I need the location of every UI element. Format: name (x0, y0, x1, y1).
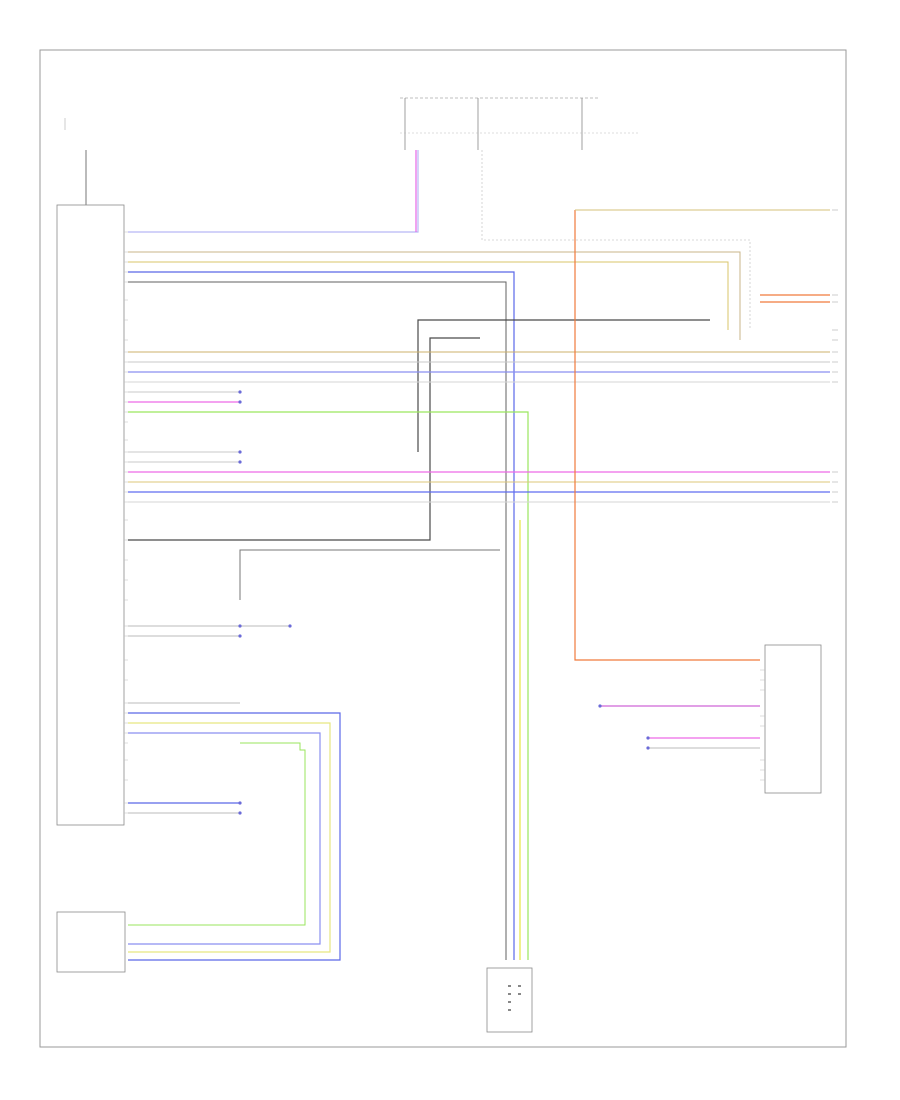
wire-blue-lb (128, 712, 341, 961)
wire-usb-power (128, 150, 419, 233)
wire-blue2-lb (128, 732, 321, 945)
right-module-box (764, 644, 822, 794)
right-module (760, 644, 822, 794)
splice-markers (238, 390, 650, 815)
main-module (56, 204, 128, 826)
wire-orange (574, 210, 760, 661)
wire-grey-1 (128, 281, 507, 960)
main-module-box (56, 204, 125, 826)
wire-harness (128, 150, 830, 961)
wire-yellow-lb (128, 722, 331, 953)
wire-tan-2 (128, 261, 729, 330)
right-edge-terminals (832, 209, 838, 503)
main-module-pin-ticks (124, 231, 128, 814)
wire-tan-1 (128, 251, 741, 340)
wire-green-1 (128, 411, 529, 960)
usb-port (64, 118, 87, 205)
bottom-connector-pins (508, 985, 521, 1011)
wire-dark-2 (128, 337, 480, 541)
wire-fuse-right (481, 150, 751, 330)
fuse-block (400, 97, 640, 150)
left-bottom-module (56, 911, 126, 973)
wire-green-lb (128, 742, 306, 926)
bottom-connector (486, 967, 533, 1033)
wire-grey-7 (239, 549, 500, 600)
diagram-frame (39, 49, 847, 1048)
left-bottom-module-box (56, 911, 126, 973)
wire-dark-bracket (417, 319, 710, 452)
bottom-connector-box (486, 967, 533, 1033)
wire-blue-1 (128, 271, 515, 960)
